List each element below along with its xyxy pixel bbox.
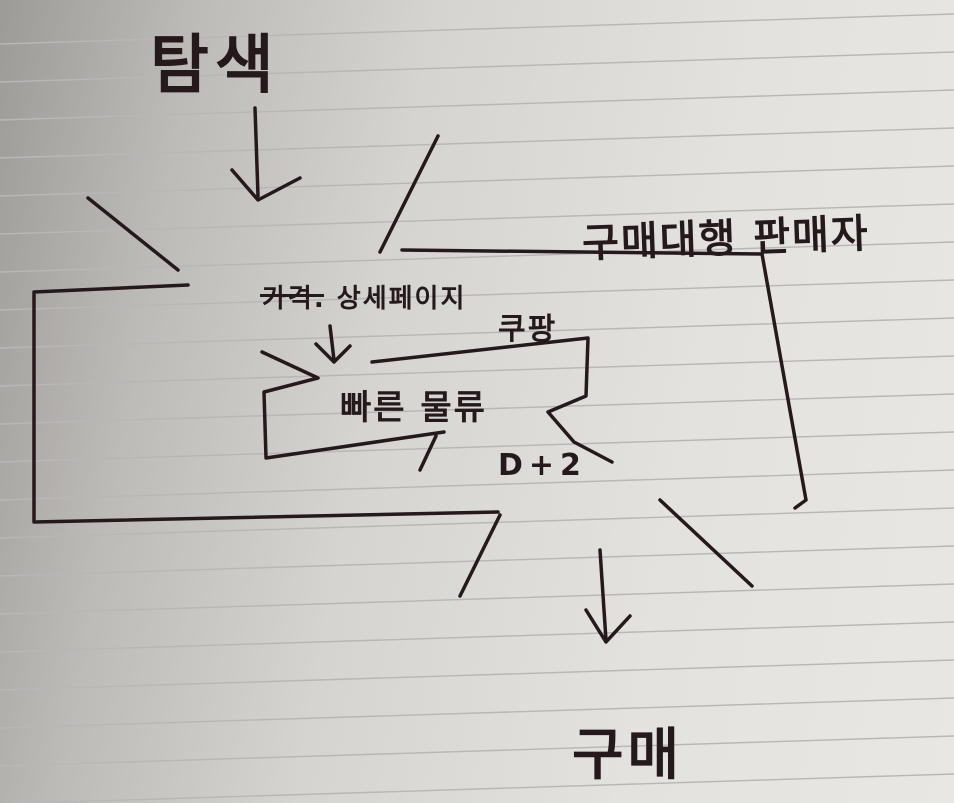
ray-top-left — [86, 196, 180, 272]
top-arrow-shaft — [253, 106, 260, 198]
ruled-line — [0, 393, 954, 425]
ruled-line — [9, 773, 954, 803]
ruled-line — [0, 621, 954, 653]
purchase-label: 구매 — [572, 723, 684, 788]
fast-delivery-label: 빠른 물류 — [340, 388, 487, 428]
outer-frame-left — [32, 283, 500, 524]
ruled-line — [0, 355, 954, 387]
product-info-label: 가격. 상세페이지 — [262, 284, 467, 314]
ray-bottom-left — [458, 513, 502, 598]
ray-top-center — [378, 134, 440, 254]
ruled-line — [0, 203, 954, 235]
ruled-line — [0, 583, 954, 615]
bottom-arrow-shaft — [598, 548, 608, 642]
explore-label: 탐색 — [150, 29, 280, 103]
ruled-line — [0, 317, 954, 349]
inner-box-right — [370, 336, 614, 464]
inner-arrow-shaft — [328, 324, 336, 362]
inner-box-left — [260, 350, 446, 460]
ruled-line — [0, 127, 954, 159]
ruled-line — [0, 165, 954, 197]
outer-frame-right — [400, 248, 808, 510]
bottom-arrow-head-icon — [584, 608, 632, 644]
strikethrough-mark — [260, 294, 324, 297]
ruled-line — [0, 469, 954, 501]
ruled-line — [0, 241, 954, 273]
ruled-line — [0, 659, 954, 691]
ruled-line — [0, 735, 954, 767]
ruled-line — [0, 697, 954, 729]
ruled-line — [0, 507, 954, 539]
top-arrow-head-icon — [230, 168, 302, 202]
ray-bottom-right — [658, 498, 754, 588]
inner-arrow-head-icon — [314, 342, 352, 364]
delivery-time-label: D+2 — [498, 448, 587, 483]
ruled-line — [0, 279, 954, 311]
ruled-line — [0, 51, 954, 83]
ruled-line — [0, 89, 954, 121]
inner-box-tick — [418, 434, 438, 472]
purchase-agency-label: 구매대행 판매자 — [581, 210, 871, 268]
coupang-label: 쿠팡 — [498, 312, 558, 347]
ruled-line — [0, 13, 954, 45]
